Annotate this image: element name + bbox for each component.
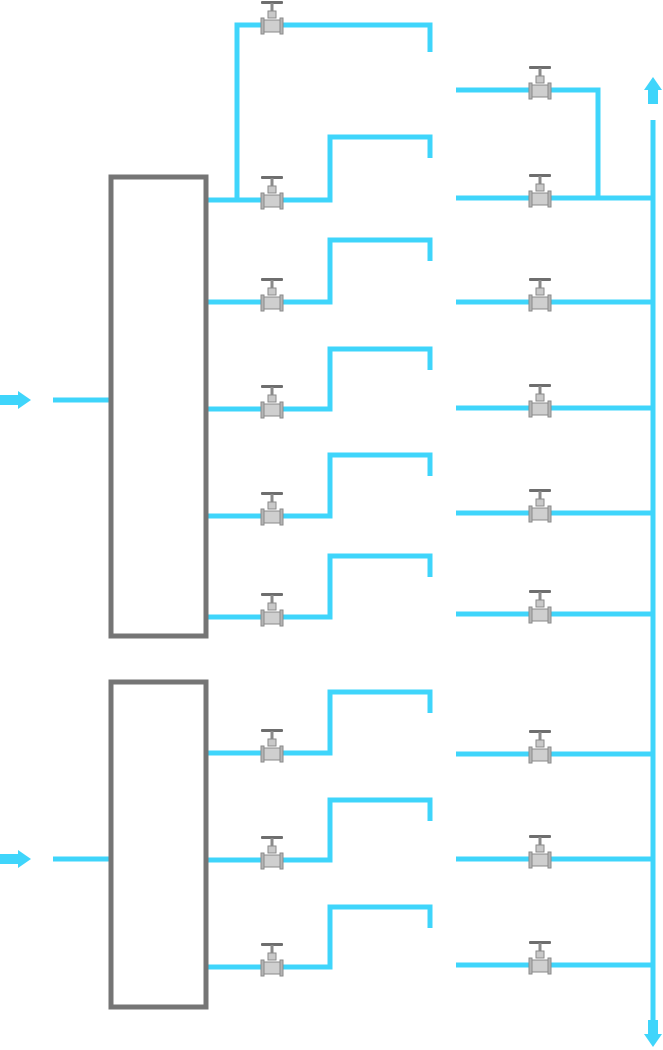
gate-valve-icon <box>260 175 284 210</box>
pipe-network <box>53 22 656 1022</box>
branch-pipe-left <box>206 452 433 519</box>
flow-arrow-down-icon <box>644 1020 662 1047</box>
gate-valve-icon <box>528 383 552 418</box>
gate-valve-icon <box>528 277 552 312</box>
gate-valve-icon <box>260 0 284 35</box>
vessel-group <box>108 174 209 1010</box>
gate-valve-icon <box>260 728 284 763</box>
branch-pipe-left <box>206 904 433 970</box>
branch-pipe-left <box>206 689 433 756</box>
branch-pipe-left <box>206 134 433 203</box>
flow-arrows <box>0 77 662 1047</box>
vessel-lower <box>108 679 209 1010</box>
vessel-upper <box>108 174 209 639</box>
gate-valve-icon <box>528 729 552 764</box>
flow-arrow-right-icon <box>0 391 31 409</box>
gate-valve-icon <box>528 65 552 100</box>
gate-valve-icon <box>260 942 284 977</box>
branch-pipe-left <box>206 346 433 412</box>
gate-valve-icon <box>528 589 552 624</box>
gate-valve-icon <box>528 940 552 975</box>
gate-valve-icon <box>528 488 552 523</box>
gate-valve-icon <box>260 277 284 312</box>
bypass-pipe-top <box>234 22 433 200</box>
branch-pipe-left <box>206 797 433 863</box>
gate-valve-icon <box>528 173 552 208</box>
flow-arrow-right-icon <box>0 850 31 868</box>
branch-pipe-left <box>206 553 433 620</box>
gate-valve-icon <box>260 491 284 526</box>
branch-pipe-left <box>206 237 433 305</box>
valve-group <box>260 0 552 977</box>
gate-valve-icon <box>260 384 284 419</box>
bypass-pipe-right <box>456 87 601 198</box>
gate-valve-icon <box>260 592 284 627</box>
gate-valve-icon <box>528 834 552 869</box>
gate-valve-icon <box>260 835 284 870</box>
flow-arrow-up-icon <box>644 77 662 104</box>
